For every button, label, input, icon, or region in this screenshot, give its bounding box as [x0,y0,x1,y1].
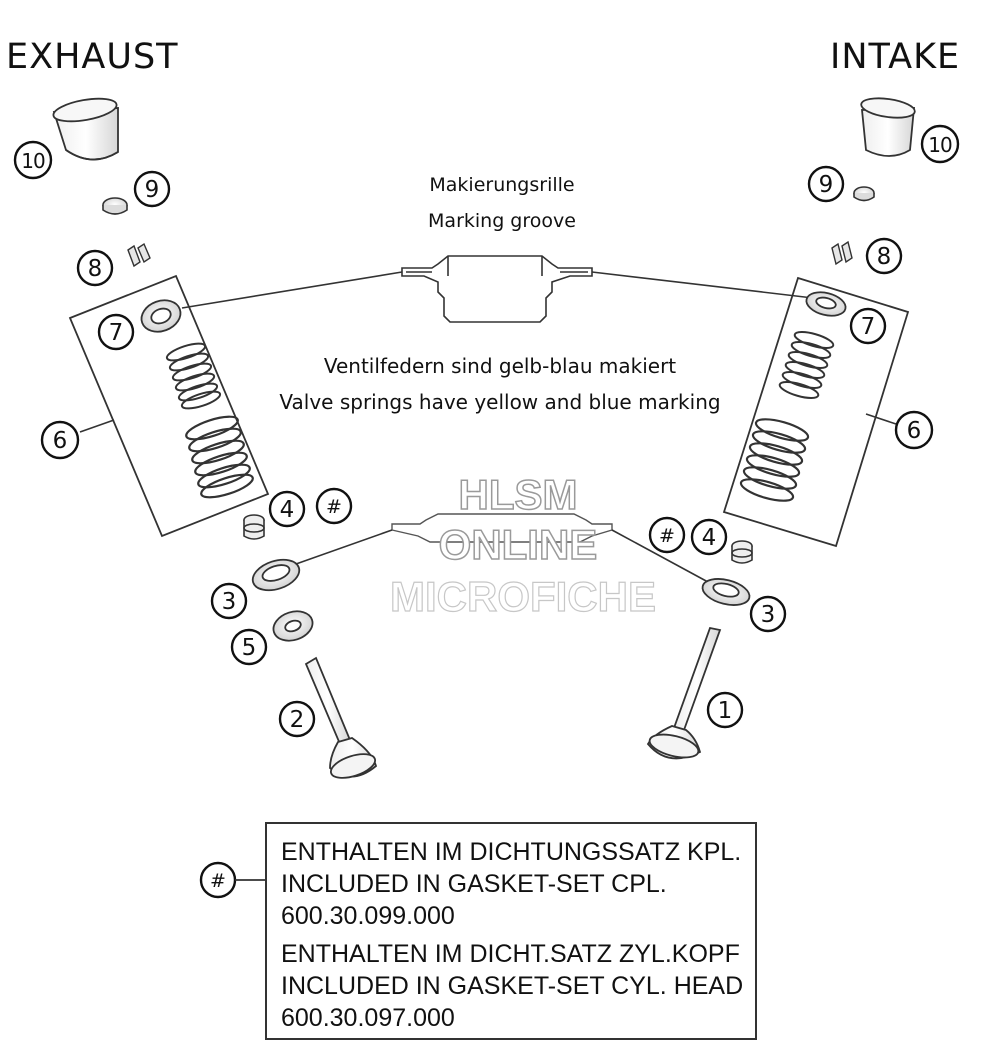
callout-10-exhaust: 10 [21,149,45,173]
callout-circle-8-exhaust [76,249,114,287]
marking-groove-label-de: Makierungsrille [429,174,575,196]
callout-circle-10-intake [920,124,960,164]
callout-6-intake: 6 [907,418,922,444]
inner-spring-intake [778,331,835,399]
callout-circle-6-intake [894,410,934,450]
callout-3-intake: 3 [761,602,776,628]
watermark-line-2: ONLINE [438,521,598,568]
exhaust-heading: EXHAUST [6,37,179,77]
callout-circle-5-exhaust [230,628,268,666]
callout-5-exhaust: 5 [242,635,257,661]
valve-cotters-exhaust [127,242,151,268]
callout-7-intake: 7 [861,314,876,340]
spring-retainer-intake [805,291,847,317]
lower-leader-right [611,529,709,583]
callout-circle-3-intake [749,595,787,633]
valve-cotters-intake [831,240,853,266]
valve-stem-seal-exhaust [243,514,265,540]
spring-retainer-exhaust [140,299,182,333]
callout-circle-10-exhaust [13,140,53,180]
shim-exhaust [102,197,128,215]
gasket-set-legend: ENTHALTEN IM DICHTUNGSSATZ KPL. INCLUDED… [265,822,757,1040]
callout-4-exhaust: 4 [280,497,295,523]
inner-spring-exhaust [165,342,222,410]
outer-spring-intake [739,418,810,502]
callout-9-exhaust: 9 [145,177,160,203]
marking-groove-shape [401,255,593,323]
callout-circle-7-intake [849,307,887,345]
spring-set-box-intake [722,276,910,548]
callout-2-exhaust: 2 [290,707,305,733]
bucket-tappet-intake [860,97,916,157]
callout-10-intake: 10 [928,133,952,157]
valve-stem-seal-intake [731,540,753,564]
watermark-line-1: HLSM [458,471,579,518]
callout-hash-legend: # [210,870,226,892]
groove-leader-left [181,271,403,309]
callout-7-exhaust: 7 [109,320,124,346]
callout-circle-2-exhaust [278,700,316,738]
callout-8-exhaust: 8 [88,256,103,282]
intake-valve [646,626,722,760]
box-leader-exhaust [79,419,115,433]
callout-1-intake: 1 [718,698,733,724]
washer-exhaust [272,610,314,642]
callout-circle-9-intake [807,165,845,203]
outer-spring-exhaust [185,415,254,499]
callout-circle-hash-intake [648,516,686,554]
shim-intake [853,186,875,202]
callout-circle-3-exhaust [210,582,248,620]
springs-note-de: Ventilfedern sind gelb-blau makiert [323,354,677,378]
marking-groove-label-en: Marking groove [428,210,576,232]
callout-circle-4-intake [690,518,728,556]
exhaust-valve [304,656,378,779]
callout-4-intake: 4 [702,525,717,551]
groove-leader-right [591,271,831,301]
spring-seat-intake [701,578,751,606]
legend-part-number-1: 600.30.099.000 [281,902,455,930]
bucket-tappet-exhaust [52,97,119,161]
callout-circle-7-exhaust [97,313,135,351]
box-leader-intake [865,413,897,425]
callout-3-exhaust: 3 [222,589,237,615]
callout-circle-8-intake [865,237,903,275]
callout-circle-4-exhaust [268,490,306,528]
springs-note-en: Valve springs have yellow and blue marki… [279,390,721,414]
legend-part-number-2: 600.30.097.000 [281,1004,455,1032]
spring-set-box-exhaust [68,274,270,538]
legend-line-2: INCLUDED IN GASKET-SET CPL. [281,870,667,898]
legend-line-4: ENTHALTEN IM DICHT.SATZ ZYL.KOPF [281,940,740,968]
callout-circle-9-exhaust [133,170,171,208]
spring-seat-exhaust [251,558,301,592]
callout-hash-exhaust: # [326,496,342,518]
callout-circle-6-exhaust [40,420,80,460]
watermark-line-3: MICROFICHE [389,573,656,620]
legend-line-5: INCLUDED IN GASKET-SET CYL. HEAD [281,972,744,1000]
callout-circle-1-intake [706,691,744,729]
lower-leader-left [295,529,393,565]
intake-heading: INTAKE [830,37,961,77]
lower-groove-shape [391,513,613,543]
callout-8-intake: 8 [877,244,892,270]
callout-hash-intake: # [659,525,675,547]
callout-9-intake: 9 [819,172,834,198]
legend-line-1: ENTHALTEN IM DICHTUNGSSATZ KPL. [281,838,742,866]
callout-6-exhaust: 6 [53,428,68,454]
callout-circle-hash-exhaust [315,487,353,525]
